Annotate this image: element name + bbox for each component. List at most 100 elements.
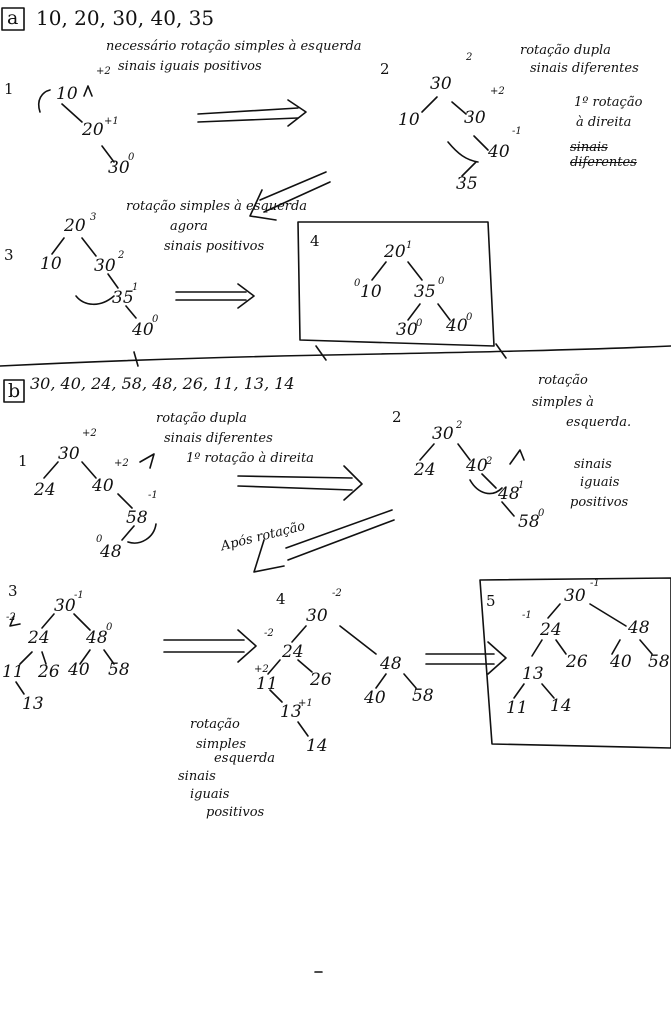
edge [107,273,119,289]
big-arrow-head [343,465,363,501]
tree-node: 48 [86,628,108,648]
balance-factor: -1 [590,578,600,589]
balance-factor: 0 [438,276,445,287]
annotation: simples [196,737,247,752]
annotation: iguais [580,475,620,490]
step-number: 2 [380,60,390,78]
balance-factor: +2 [82,428,97,439]
tree-node: 58 [648,652,670,672]
step-number: 4 [276,590,286,608]
balance-factor: 0 [416,318,423,329]
balance-factor: 3 [90,212,97,223]
tree-node: 11 [506,698,528,718]
annotation: positivos [570,495,629,510]
tree-node: 11 [2,662,24,682]
divider-tick [315,345,327,361]
balance-factor: 2 [466,52,473,63]
tree-node: 58 [126,508,148,528]
edge [513,683,525,699]
rotation-arrow [127,523,157,544]
rotation-arrow [509,449,525,465]
tree-node: 26 [566,652,588,672]
annotation: positivos [206,805,265,820]
tree-node: 10 [360,282,382,302]
rotation-arrow [469,479,503,495]
tree-node: 40 [68,660,90,680]
tree-node: 58 [108,660,130,680]
step-number: 3 [4,246,14,264]
balance-factor: 0 [538,508,545,519]
edge [103,649,115,665]
tree-node: 30 [432,424,454,444]
big-arrow [237,475,353,479]
balance-factor: -2 [264,628,274,639]
big-arrow-head [287,99,307,127]
edge [639,639,653,655]
tree-node: 24 [540,620,562,640]
divider-tick [133,351,139,367]
balance-factor: 0 [106,622,113,633]
edge [407,303,421,321]
edge [421,96,438,113]
tree-node: 40 [92,476,114,496]
balance-factor: 1 [518,480,525,491]
step-number: 4 [310,232,320,250]
edge [41,651,47,665]
edge [81,237,97,257]
crossed-out-text: sinais diferentes [570,140,637,170]
edge [481,473,497,489]
edge [15,681,25,695]
balance-factor: +1 [104,116,119,127]
tree-node: 58 [412,686,434,706]
tree-node: 26 [38,662,60,682]
tree-node: 20 [64,216,86,236]
tree-node: 14 [550,696,572,716]
big-arrow [237,485,353,491]
annotation: rotação [538,373,588,388]
edge [589,603,627,627]
tree-node: 35 [112,288,134,308]
big-arrow [197,117,299,123]
step-number: 1 [18,452,28,470]
divider-tick [495,343,507,359]
balance-factor: 2 [118,250,125,261]
balance-factor: -1 [512,126,522,137]
rotation-arrow [447,141,479,163]
annotation: sinais diferentes [164,431,273,446]
edge [541,683,555,699]
tree-node: 26 [310,670,332,690]
edge [555,639,567,655]
balance-factor: 2 [456,420,463,431]
tree-node: 40 [466,456,488,476]
balance-factor: +1 [298,698,313,709]
edge [501,501,515,517]
tree-node: 58 [518,512,540,532]
rotation-arrow [75,295,115,306]
result-box [479,577,671,749]
step-number: 3 [8,582,18,600]
balance-factor: +2 [114,458,129,469]
tree-node: 30 [58,444,80,464]
edge [547,603,561,619]
annotation: 1º rotação [574,95,643,110]
annotation: sinais iguais positivos [118,59,262,74]
edge [51,237,65,255]
tree-node: 40 [364,688,386,708]
annotation: agora [170,219,208,234]
tree-node: 13 [280,702,302,722]
balance-factor: +2 [254,664,269,675]
section-b-sequence: 30, 40, 24, 58, 48, 26, 11, 13, 14 [30,374,295,393]
annotation: necessário rotação simples à esquerda [106,39,362,54]
tree-node: 48 [100,542,122,562]
annotation: sinais positivos [164,239,265,254]
balance-factor: -2 [6,612,16,623]
annotation: rotação [190,717,240,732]
tree-node: 35 [414,282,436,302]
tree-node: 48 [380,654,402,674]
tree-node: 30 [306,606,328,626]
edge [81,461,97,479]
edge [461,161,477,177]
edge [611,639,621,655]
balance-factor: -1 [74,590,84,601]
